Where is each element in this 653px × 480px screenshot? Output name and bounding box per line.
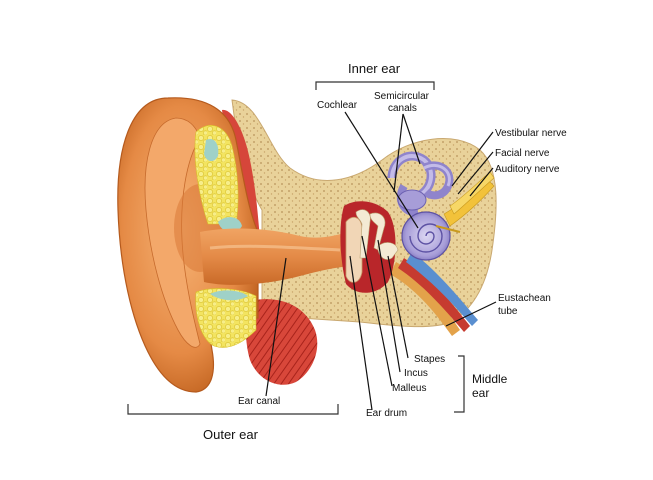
label-stapes: Stapes [414, 354, 445, 365]
inner-ear-bracket [315, 81, 435, 90]
cochlea-shape [401, 211, 451, 261]
eustachean-leader [445, 301, 497, 327]
earcanal-leader [265, 257, 287, 397]
label-facial-nerve: Facial nerve [495, 148, 550, 159]
semicircular-leader-2 [402, 113, 421, 165]
eardrum-shape [345, 216, 363, 283]
lower-muscle [245, 299, 318, 385]
malleus-shape [355, 209, 371, 259]
outer-ear-bracket [127, 404, 339, 415]
semicircular-leader-1 [393, 113, 404, 193]
lower-fat [195, 288, 257, 348]
ear-illustration [117, 97, 497, 393]
label-vestibular-nerve: Vestibular nerve [495, 128, 567, 139]
labels: Inner ear Cochlear Semicircular canals V… [203, 61, 567, 442]
upper-cartilage [204, 138, 242, 233]
label-semicircular-1: Semicircular [374, 91, 430, 102]
label-malleus: Malleus [392, 383, 426, 394]
label-middle-ear-2: ear [472, 386, 489, 400]
stapes-leader [387, 255, 409, 359]
eustachian-vessels [390, 262, 460, 336]
middle-ear-bracket [454, 355, 465, 413]
label-eustachean-1: Eustachean [498, 293, 551, 304]
label-middle-ear-1: Middle [472, 372, 508, 386]
auditory-leader [469, 167, 494, 197]
label-outer-ear: Outer ear [203, 427, 259, 442]
incus-shape [369, 212, 386, 251]
ear-canal-shape [200, 228, 350, 285]
malleus-leader [361, 235, 393, 387]
label-ear-drum: Ear drum [366, 408, 407, 419]
facial-leader [457, 151, 494, 195]
label-auditory-nerve: Auditory nerve [495, 164, 560, 175]
incus-leader [377, 239, 401, 373]
label-cochlear: Cochlear [317, 100, 358, 111]
label-incus: Incus [404, 368, 428, 379]
leader-lines [265, 111, 497, 411]
cochlear-leader [344, 111, 419, 229]
semicircular-canals-shape [387, 151, 454, 217]
stapes-shape [377, 242, 399, 260]
label-ear-canal: Ear canal [238, 396, 280, 407]
label-eustachean-2: tube [498, 306, 518, 317]
vestibular-leader [451, 131, 494, 187]
label-semicircular-2: canals [388, 103, 417, 114]
eardrum-leader [349, 255, 373, 411]
label-inner-ear: Inner ear [348, 61, 401, 76]
